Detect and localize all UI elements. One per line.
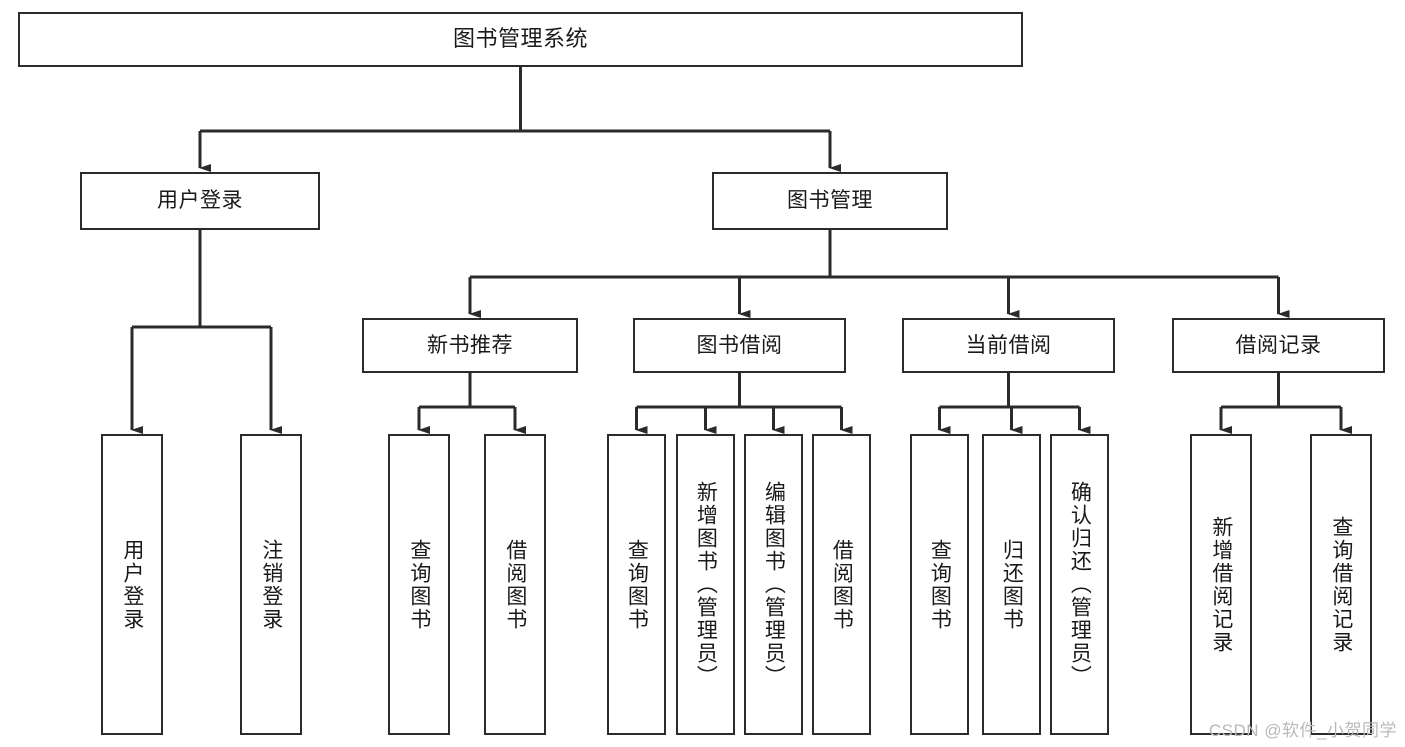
node-label: 归还图书 xyxy=(1000,538,1024,631)
node-label: 查询图书 xyxy=(928,538,952,631)
node-leaf-3[interactable]: 借阅图书 xyxy=(484,434,546,735)
node-label: 查询图书 xyxy=(407,538,431,631)
node-label: 查询借阅记录 xyxy=(1329,515,1353,654)
node-level1-0[interactable]: 用户登录 xyxy=(80,172,320,230)
node-label: 注销登录 xyxy=(259,538,283,631)
node-label: 图书借阅 xyxy=(696,333,783,357)
node-label: 图书管理系统 xyxy=(452,26,588,52)
node-leaf-7[interactable]: 借阅图书 xyxy=(812,434,871,735)
node-label: 用户登录 xyxy=(120,538,144,631)
node-level1-1[interactable]: 图书管理 xyxy=(712,172,948,230)
node-leaf-8[interactable]: 查询图书 xyxy=(910,434,969,735)
node-label: 图书管理 xyxy=(787,189,873,213)
node-leaf-12[interactable]: 查询借阅记录 xyxy=(1310,434,1372,735)
node-leaf-4[interactable]: 查询图书 xyxy=(607,434,666,735)
node-leaf-2[interactable]: 查询图书 xyxy=(388,434,450,735)
node-label: 新书推荐 xyxy=(427,333,513,357)
node-level0-0[interactable]: 图书管理系统 xyxy=(18,12,1023,67)
node-label: 新增图书（管理员） xyxy=(694,481,718,688)
node-leaf-6[interactable]: 编辑图书（管理员） xyxy=(744,434,803,735)
node-label: 借阅图书 xyxy=(830,538,854,631)
node-level2-1[interactable]: 图书借阅 xyxy=(633,318,846,373)
node-level2-3[interactable]: 借阅记录 xyxy=(1172,318,1385,373)
node-level2-2[interactable]: 当前借阅 xyxy=(902,318,1115,373)
node-leaf-9[interactable]: 归还图书 xyxy=(982,434,1041,735)
node-label: 借阅图书 xyxy=(503,538,527,631)
node-label: 借阅记录 xyxy=(1235,333,1322,357)
node-leaf-0[interactable]: 用户登录 xyxy=(101,434,163,735)
node-label: 用户登录 xyxy=(157,189,243,213)
node-label: 确认归还（管理员） xyxy=(1068,481,1092,688)
node-label: 当前借阅 xyxy=(965,333,1052,357)
node-label: 新增借阅记录 xyxy=(1209,515,1233,654)
node-leaf-1[interactable]: 注销登录 xyxy=(240,434,302,735)
node-label: 查询图书 xyxy=(625,538,649,631)
node-leaf-5[interactable]: 新增图书（管理员） xyxy=(676,434,735,735)
node-leaf-11[interactable]: 新增借阅记录 xyxy=(1190,434,1252,735)
node-label: 编辑图书（管理员） xyxy=(762,481,786,688)
node-leaf-10[interactable]: 确认归还（管理员） xyxy=(1050,434,1109,735)
node-level2-0[interactable]: 新书推荐 xyxy=(362,318,578,373)
